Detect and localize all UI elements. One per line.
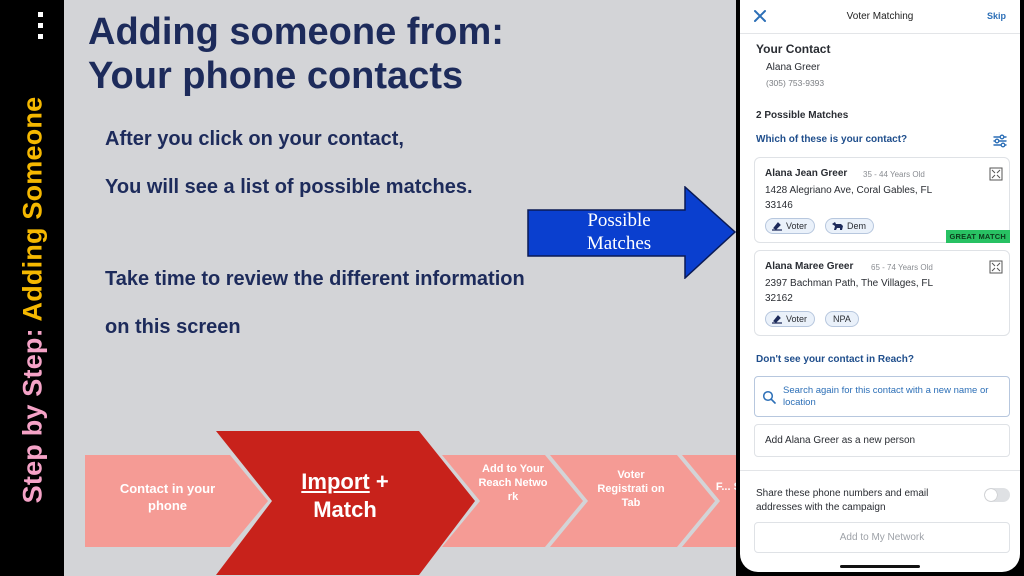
chevron-step1 — [85, 455, 268, 547]
dots-decoration — [38, 12, 43, 45]
chevron-step4 — [550, 455, 715, 547]
chevron-step2 — [216, 431, 475, 575]
body-line-1: After you click on your contact, — [105, 128, 404, 150]
your-contact-heading: Your Contact — [756, 42, 831, 56]
body-line-3: Take time to review the different inform… — [105, 268, 525, 290]
search-icon — [762, 390, 776, 404]
phone-title: Voter Matching — [846, 11, 914, 22]
match-address-line2: 33146 — [765, 200, 793, 211]
matches-heading: 2 Possible Matches — [756, 110, 849, 121]
phone-frame: Voter Matching Skip Your Contact Alana G… — [736, 0, 1024, 576]
toggle-knob — [985, 489, 997, 501]
match-name: Alana Jean Greer — [765, 168, 848, 179]
add-new-person-button[interactable]: Add Alana Greer as a new person — [754, 424, 1010, 457]
phone-screen: Voter Matching Skip Your Contact Alana G… — [740, 0, 1020, 572]
process-shapes — [85, 431, 745, 575]
match-address: 2397 Bachman Path, The Villages, FL 3216… — [765, 276, 965, 306]
match-question: Which of these is your contact? — [756, 134, 908, 145]
step2-label-plus: + — [369, 469, 389, 494]
match-age: 65 - 74 Years Old — [871, 263, 933, 272]
match-address-line2: 32162 — [765, 293, 793, 304]
callout-label: Possible Matches — [549, 209, 689, 255]
voter-tag: Voter — [765, 218, 816, 234]
vertical-title-part2: Adding Someone — [17, 96, 48, 322]
body-line-2: You will see a list of possible matches. — [105, 176, 473, 198]
match-card[interactable]: Alana Maree Greer 65 - 74 Years Old 2397… — [754, 250, 1010, 336]
chevron-step5 — [682, 455, 745, 547]
voter-tag-label: Voter — [786, 221, 808, 231]
step2-label: Import + Match — [265, 468, 425, 524]
match-address-line1: 1428 Alegriano Ave, Coral Gables, FL — [765, 185, 933, 196]
callout-arrow — [527, 186, 737, 279]
callout-label-line2: Matches — [586, 233, 652, 254]
add-to-network-button[interactable]: Add to My Network — [754, 522, 1010, 553]
great-match-badge: GREAT MATCH — [945, 230, 1010, 243]
body-line-4: on this screen — [105, 316, 241, 338]
skip-button[interactable]: Skip — [986, 11, 1006, 21]
search-again-button[interactable]: Search again for this contact with a new… — [754, 376, 1010, 417]
vertical-title-part1: Step by Step: — [17, 321, 48, 504]
expand-icon[interactable] — [989, 260, 1003, 274]
step1-label: Contact in your phone — [119, 481, 216, 513]
home-indicator — [840, 565, 920, 568]
callout-label-line1: Possible — [587, 210, 651, 231]
expand-icon[interactable] — [989, 167, 1003, 181]
voter-tag: Voter — [765, 311, 816, 327]
share-toggle[interactable] — [984, 488, 1010, 502]
party-tag: NPA — [825, 311, 859, 327]
chevron-step3 — [442, 455, 583, 547]
match-address: 1428 Alegriano Ave, Coral Gables, FL 331… — [765, 183, 965, 213]
side-strip: Step by Step: Adding Someone — [0, 0, 64, 576]
donkey-icon — [832, 222, 843, 230]
contact-name: Alana Greer — [766, 62, 820, 73]
match-card[interactable]: Alana Jean Greer 35 - 44 Years Old 1428 … — [754, 157, 1010, 243]
filter-icon[interactable] — [992, 133, 1008, 149]
party-tag-label: Dem — [847, 221, 867, 231]
search-again-label: Search again for this contact with a new… — [783, 385, 989, 408]
share-label: Share these phone numbers and email addr… — [756, 488, 929, 513]
step3-label: Add to Your Reach Netwo rk — [478, 463, 548, 503]
vertical-title: Step by Step: Adding Someone — [18, 97, 49, 504]
dont-see-heading: Don't see your contact in Reach? — [756, 354, 914, 365]
slide-title: Adding someone from: Your phone contacts — [88, 10, 504, 98]
match-age: 35 - 44 Years Old — [863, 170, 925, 179]
slide-title-line2: Your phone contacts — [88, 55, 464, 97]
phone-header: Voter Matching Skip — [740, 0, 1020, 34]
step2-label-match: Match — [313, 497, 377, 522]
ballot-icon — [772, 222, 782, 231]
ballot-icon — [772, 315, 782, 324]
divider — [740, 470, 1020, 471]
party-tag-label: NPA — [833, 314, 851, 324]
process-chevrons: Contact in your phone Import + Match Add… — [85, 430, 745, 576]
match-address-line1: 2397 Bachman Path, The Villages, FL — [765, 278, 934, 289]
step2-label-import: Import — [301, 469, 370, 494]
slide-title-line1: Adding someone from: — [88, 11, 504, 53]
step4-label: Voter Registrati on Tab — [597, 469, 665, 509]
voter-tag-label: Voter — [786, 314, 808, 324]
contact-phone: (305) 753-9393 — [766, 78, 825, 88]
close-icon[interactable] — [752, 8, 768, 24]
party-tag: Dem — [825, 218, 875, 234]
match-name: Alana Maree Greer — [765, 261, 854, 272]
